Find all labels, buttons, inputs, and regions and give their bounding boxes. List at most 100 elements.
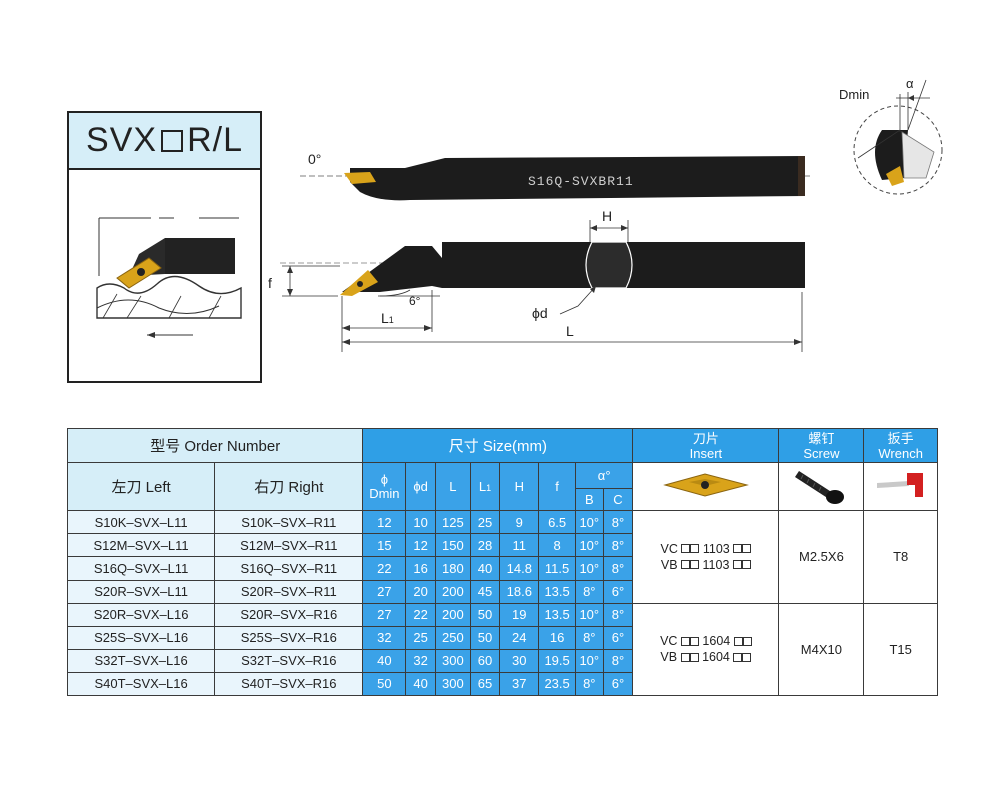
detail-view xyxy=(853,79,943,195)
row-B: 10° xyxy=(575,648,604,673)
insert-spec-group2: VC 1604 VB 1604 xyxy=(632,602,780,697)
row-dmin: 27 xyxy=(362,579,407,604)
row-f: 6.5 xyxy=(538,510,576,535)
row-L1: 60 xyxy=(469,648,501,673)
row-H: 18.6 xyxy=(499,579,540,604)
row-C: 6° xyxy=(602,671,634,697)
wrench-icon xyxy=(876,473,923,498)
dim-f-label: f xyxy=(268,275,272,291)
row-H: 37 xyxy=(499,671,540,697)
row-d: 10 xyxy=(405,510,436,535)
row-B: 10° xyxy=(575,533,604,558)
row-C: 6° xyxy=(602,625,634,650)
row-f: 8 xyxy=(538,533,576,558)
wrench-image xyxy=(863,462,938,512)
row-d: 25 xyxy=(405,625,436,650)
row-right: S12M–SVX–R11 xyxy=(214,533,364,558)
screw-image xyxy=(778,462,865,512)
row-L1: 28 xyxy=(469,533,501,558)
row-L: 125 xyxy=(434,510,471,535)
row-C: 8° xyxy=(602,556,634,581)
top-insert xyxy=(344,172,376,184)
row-right: S20R–SVX–R16 xyxy=(214,602,364,627)
row-H: 11 xyxy=(499,533,540,558)
row-L: 300 xyxy=(434,671,471,697)
wrench-spec-group1: T8 xyxy=(863,510,938,604)
row-left: S20R–SVX–L11 xyxy=(66,579,216,604)
row-f: 19.5 xyxy=(538,648,576,673)
row-dmin: 40 xyxy=(362,648,407,673)
table-row: S12M–SVX–L11 S12M–SVX–R11 15 12 150 28 1… xyxy=(66,533,938,558)
row-dmin: 15 xyxy=(362,533,407,558)
row-B: 10° xyxy=(575,602,604,627)
row-d: 22 xyxy=(405,602,436,627)
col-C: C xyxy=(602,487,634,512)
col-L1: L1 xyxy=(469,462,501,512)
row-d: 32 xyxy=(405,648,436,673)
top-tool-body xyxy=(350,156,805,201)
dim-h-label: H xyxy=(602,208,613,224)
row-right: S10K–SVX–R11 xyxy=(214,510,364,535)
col-alpha: α° xyxy=(574,462,634,489)
screw-icon xyxy=(795,471,845,505)
row-L: 150 xyxy=(434,533,471,558)
row-B: 8° xyxy=(575,579,604,604)
row-B: 8° xyxy=(575,625,604,650)
row-left: S20R–SVX–L16 xyxy=(66,602,216,627)
row-right: S20R–SVX–R11 xyxy=(214,579,364,604)
dim-phid-label: ϕd xyxy=(532,305,548,321)
insert-icon xyxy=(663,473,749,497)
product-title: SVX R/L xyxy=(69,113,260,170)
row-f: 13.5 xyxy=(538,579,576,604)
row-C: 6° xyxy=(602,579,634,604)
table-row: S40T–SVX–L16 S40T–SVX–R16 50 40 300 65 3… xyxy=(66,671,938,697)
row-dmin: 12 xyxy=(362,510,407,535)
row-C: 8° xyxy=(602,510,634,535)
row-d: 12 xyxy=(405,533,436,558)
screw-spec-group2: M4X10 xyxy=(778,602,865,697)
row-left: S10K–SVX–L11 xyxy=(66,510,216,535)
row-C: 8° xyxy=(602,602,634,627)
row-left: S16Q–SVX–L11 xyxy=(66,556,216,581)
row-left: S32T–SVX–L16 xyxy=(66,648,216,673)
row-left: S25S–SVX–L16 xyxy=(66,625,216,650)
row-dmin: 50 xyxy=(362,671,407,697)
col-L: L xyxy=(434,462,471,512)
col-H: H xyxy=(499,462,540,512)
table-row: S16Q–SVX–L11 S16Q–SVX–R11 22 16 180 40 1… xyxy=(66,556,938,581)
insert-image xyxy=(632,462,780,512)
row-H: 19 xyxy=(499,602,540,627)
wrench-spec-group2: T15 xyxy=(863,602,938,697)
row-f: 11.5 xyxy=(538,556,576,581)
size-header: 尺寸 Size(mm) xyxy=(362,427,634,464)
row-H: 9 xyxy=(499,510,540,535)
row-L: 200 xyxy=(434,602,471,627)
row-d: 20 xyxy=(405,579,436,604)
table-row: S32T–SVX–L16 S32T–SVX–R16 40 32 300 60 3… xyxy=(66,648,938,673)
order-number-header: 型号 Order Number xyxy=(66,427,364,464)
tool-drawing: S16Q-SVXBR11 xyxy=(280,156,810,352)
row-L1: 45 xyxy=(469,579,501,604)
col-d: ϕd xyxy=(405,462,436,512)
angle-zero-label: 0° xyxy=(308,151,322,167)
row-L: 180 xyxy=(434,556,471,581)
row-L1: 50 xyxy=(469,602,501,627)
row-L1: 50 xyxy=(469,625,501,650)
row-right: S25S–SVX–R16 xyxy=(214,625,364,650)
insert-spec-group1: VC 1103 VB 1103 xyxy=(632,510,780,604)
boring-sketch xyxy=(96,217,242,338)
row-dmin: 22 xyxy=(362,556,407,581)
angle-six-label: 6° xyxy=(409,294,421,308)
row-B: 10° xyxy=(575,556,604,581)
detail-alpha-label: α xyxy=(906,76,914,91)
row-f: 16 xyxy=(538,625,576,650)
row-right: S16Q–SVX–R11 xyxy=(214,556,364,581)
row-B: 8° xyxy=(575,671,604,697)
row-L1: 25 xyxy=(469,510,501,535)
table-row: S20R–SVX–L16 S20R–SVX–R16 27 22 200 50 1… xyxy=(66,602,938,697)
table-row: S10K–SVX–L11 S10K–SVX–R11 12 10 125 25 9… xyxy=(66,510,938,604)
